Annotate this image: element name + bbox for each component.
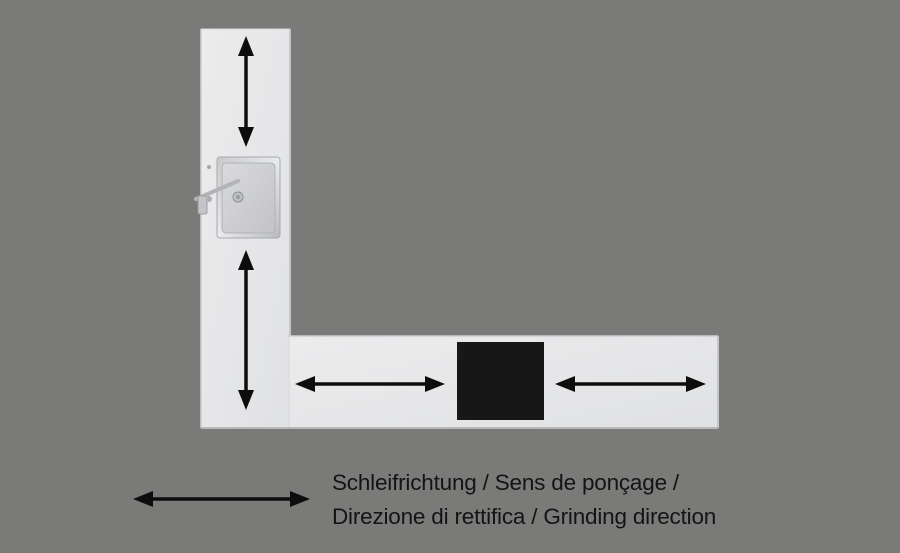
legend-line-2: Direzione di rettifica / Grinding direct…	[332, 504, 717, 529]
legend-text: Schleifrichtung / Sens de ponçage / Dire…	[332, 466, 852, 534]
double-arrow-icon	[238, 250, 254, 410]
legend-line-1: Schleifrichtung / Sens de ponçage /	[332, 470, 679, 495]
double-arrow-icon	[555, 376, 706, 392]
cooktop-icon	[457, 342, 544, 420]
double-arrow-icon	[295, 376, 445, 392]
sink-icon	[216, 156, 281, 239]
double-arrow-icon	[238, 36, 254, 147]
double-arrow-icon	[133, 491, 310, 507]
faucet-icon	[194, 165, 240, 215]
